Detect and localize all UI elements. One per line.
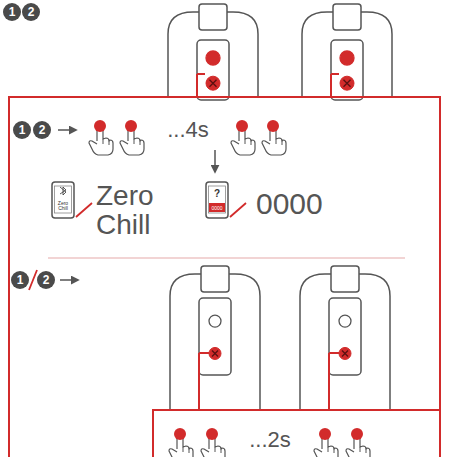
device bbox=[302, 4, 392, 100]
duration-text: ...2s bbox=[249, 429, 291, 451]
finger-press-icon bbox=[169, 428, 193, 457]
finger-press-icon bbox=[201, 428, 225, 457]
pin-code: 0000 bbox=[211, 206, 222, 211]
frame bbox=[9, 97, 440, 457]
slash bbox=[29, 270, 37, 290]
arrow bbox=[60, 279, 78, 281]
step-badge: 1 bbox=[11, 271, 29, 289]
duration-text: ...4s bbox=[167, 119, 209, 141]
device bbox=[300, 266, 390, 410]
step-number: 2 bbox=[39, 124, 46, 136]
step-number: 1 bbox=[9, 6, 16, 18]
step-badge: 2 bbox=[37, 271, 55, 289]
step-badge: 1 bbox=[13, 121, 31, 139]
step-number: 2 bbox=[43, 274, 50, 286]
pin-code: 0000 bbox=[256, 189, 323, 219]
finger-press-icon bbox=[314, 428, 338, 457]
phone-icon bbox=[206, 182, 228, 218]
divider bbox=[48, 257, 405, 258]
app-name: Zero Chill bbox=[96, 181, 166, 240]
frame bbox=[153, 410, 440, 457]
step-number: 1 bbox=[19, 124, 26, 136]
finger-press-icon bbox=[231, 120, 255, 155]
pin-box bbox=[209, 203, 225, 212]
wire bbox=[197, 74, 339, 97]
step-number: 1 bbox=[17, 274, 24, 286]
step-badge: 1 bbox=[3, 3, 21, 21]
wire bbox=[199, 353, 339, 410]
step-badge: 2 bbox=[33, 121, 51, 139]
step-badge: 2 bbox=[22, 3, 40, 21]
finger-press-icon bbox=[262, 120, 286, 155]
arrow bbox=[214, 150, 216, 172]
screen-text: ? bbox=[214, 189, 220, 199]
phone-icon bbox=[52, 182, 74, 218]
screen-text: Zero Chill bbox=[55, 201, 71, 212]
finger-press-icon bbox=[120, 120, 144, 155]
device bbox=[168, 4, 258, 100]
step-number: 2 bbox=[28, 6, 35, 18]
arrow bbox=[58, 129, 76, 131]
finger-press-icon bbox=[346, 428, 370, 457]
finger-press-icon bbox=[89, 120, 113, 155]
device bbox=[170, 266, 260, 410]
